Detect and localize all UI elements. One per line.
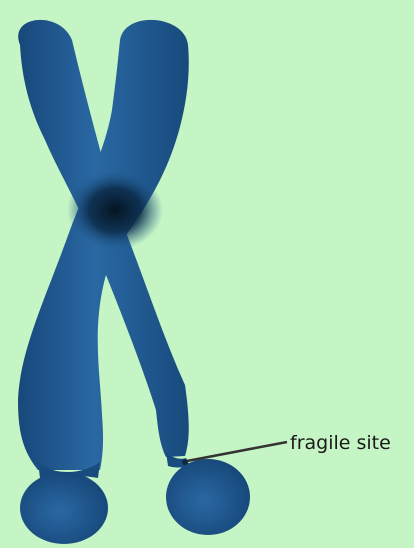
callout-leader-line (187, 442, 287, 461)
centromere (67, 170, 163, 250)
left-satellite-knob (20, 472, 108, 544)
right-satellite-knob (166, 459, 250, 535)
fragile-site-label: fragile site (290, 432, 391, 454)
